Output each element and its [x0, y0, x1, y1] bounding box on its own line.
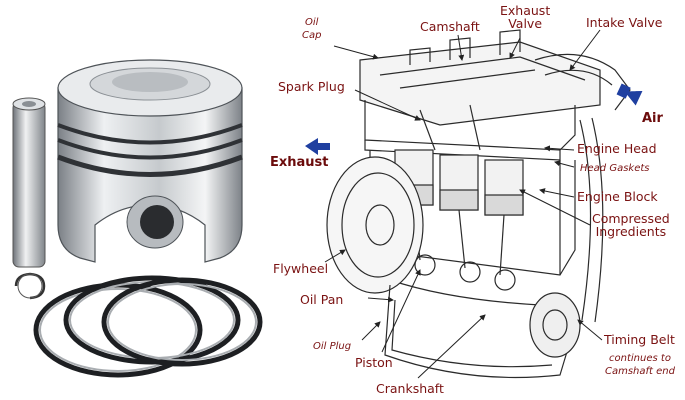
- piston-rings: [33, 275, 263, 378]
- label-timing-belt-note: continues to Camshaft end: [605, 353, 675, 377]
- label-oil-cap-text: Oil Cap: [302, 17, 322, 41]
- air-arrow-icon: [616, 83, 643, 106]
- label-oil-pan: Oil Pan: [300, 292, 344, 307]
- label-piston: Piston: [355, 355, 393, 370]
- label-crankshaft: Crankshaft: [376, 381, 444, 396]
- piston-pin: [12, 97, 46, 268]
- circlip: [14, 272, 46, 300]
- label-engine-head: Engine Head: [577, 141, 657, 156]
- label-intake-valve: Intake Valve: [586, 15, 663, 30]
- label-oil-cap: Oil Cap: [302, 16, 321, 42]
- label-camshaft: Camshaft: [420, 19, 480, 34]
- piston-image: [57, 59, 243, 263]
- label-head-gaskets: Head Gaskets: [580, 163, 650, 174]
- label-exhaust-valve: Exhaust Valve: [500, 3, 551, 31]
- leader-lines: [324, 29, 603, 379]
- label-oil-plug: Oil Plug: [313, 341, 352, 352]
- label-exhaust: Exhaust: [270, 155, 329, 170]
- exhaust-arrow-icon: [305, 138, 330, 155]
- label-air: Air: [642, 111, 663, 126]
- label-engine-block: Engine Block: [577, 189, 658, 204]
- label-timing-belt: Timing Belt: [604, 332, 675, 347]
- label-compressed-ingredients: Compressed Ingredients: [592, 211, 670, 239]
- label-flywheel: Flywheel: [273, 261, 329, 276]
- engine-line-art: [326, 29, 631, 379]
- label-spark-plug: Spark Plug: [278, 79, 345, 94]
